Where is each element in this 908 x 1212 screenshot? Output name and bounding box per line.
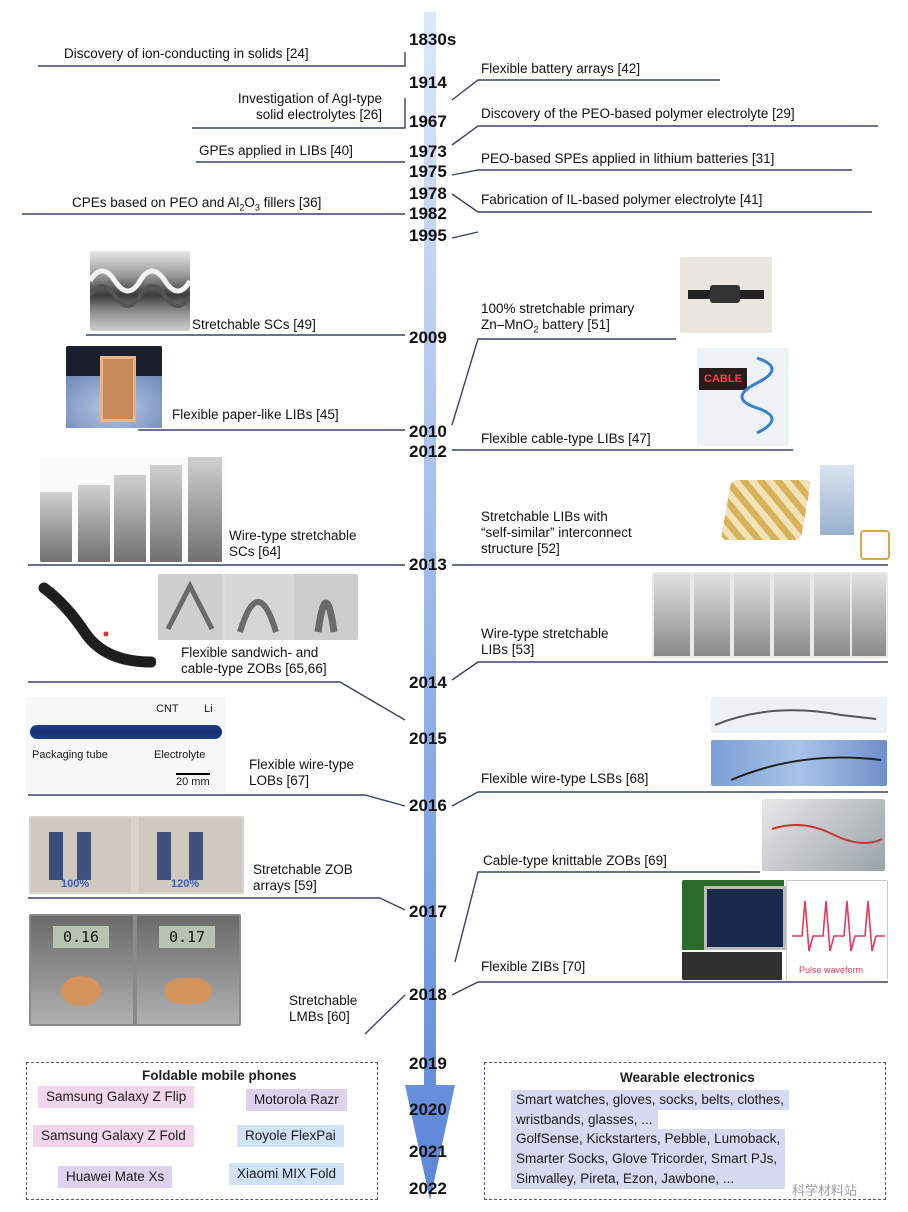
year-2022: 2022 — [409, 1179, 447, 1199]
line-wire-libs — [452, 662, 888, 680]
line-lobs — [28, 795, 405, 806]
label-li: Li — [204, 703, 213, 715]
year-2009: 2009 — [409, 328, 447, 348]
year-2021: 2021 — [409, 1142, 447, 1162]
year-1978: 1978 — [409, 184, 447, 204]
line-il-based-2 — [452, 232, 478, 238]
year-1830s: 1830s — [409, 30, 456, 50]
label-percent-2: 120% — [171, 878, 199, 890]
event-self-similar: Stretchable LIBs with“self-similar” inte… — [481, 509, 632, 557]
line-lmbs — [365, 995, 405, 1034]
event-agi: Investigation of AgI-typesolid electroly… — [188, 91, 382, 123]
year-2020: 2020 — [409, 1100, 447, 1120]
phone-samsung-z-flip: Samsung Galaxy Z Flip — [38, 1086, 194, 1108]
event-il-based: Fabrication of IL-based polymer electrol… — [481, 192, 762, 208]
year-1967: 1967 — [409, 112, 447, 132]
event-peo-spes: PEO-based SPEs applied in lithium batter… — [481, 151, 774, 167]
wearable-line: GolfSense, Kickstarters, Pebble, Lumobac… — [511, 1129, 785, 1149]
year-2019: 2019 — [409, 1054, 447, 1074]
year-2014: 2014 — [409, 673, 447, 693]
year-2015: 2015 — [409, 729, 447, 749]
image-zn-mno2-battery — [680, 257, 772, 333]
image-wire-libs — [652, 572, 888, 658]
image-lobs: CNT Li Packaging tube Electrolyte 20 mm — [26, 697, 226, 793]
phone-royole-flexpai: Royole FlexPai — [237, 1125, 344, 1147]
phone-xiaomi-mix-fold: Xiaomi MIX Fold — [229, 1163, 344, 1185]
wearable-group-generic: Smart watches, gloves, socks, belts, clo… — [511, 1090, 789, 1130]
year-2012: 2012 — [409, 442, 447, 462]
line-flex-battery-arrays — [452, 80, 720, 100]
event-knittable: Cable-type knittable ZOBs [69] — [483, 853, 667, 869]
display-2: 0.17 — [159, 926, 215, 948]
image-zob-arrays: 100% 120% — [29, 816, 244, 894]
phone-motorola-razr: Motorola Razr — [246, 1089, 347, 1111]
image-paper-libs — [66, 346, 162, 428]
year-2017: 2017 — [409, 902, 447, 922]
image-sandwich-zobs-cable — [26, 574, 156, 674]
phone-huawei-mate-xs: Huawei Mate Xs — [58, 1166, 172, 1188]
year-1982: 1982 — [409, 204, 447, 224]
image-wire-scs — [40, 457, 225, 562]
event-flex-battery-arrays: Flexible battery arrays [42] — [481, 61, 640, 77]
line-zob-arrays — [28, 898, 405, 910]
wearable-line: Smarter Socks, Glove Tricorder, Smart PJ… — [511, 1149, 785, 1169]
year-1975: 1975 — [409, 162, 447, 182]
image-lsbs-hand — [711, 740, 887, 786]
year-2018: 2018 — [409, 985, 447, 1005]
wearable-line: Simvalley, Pireta, Ezon, Jawbone, ... — [511, 1169, 785, 1189]
label-cnt: CNT — [156, 703, 179, 715]
event-ion-conducting: Discovery of ion-conducting in solids [2… — [64, 46, 309, 62]
watermark: 科学材料站 — [792, 1180, 857, 1199]
line-peo-spes — [452, 170, 852, 175]
year-2013: 2013 — [409, 555, 447, 575]
line-peo-discovery — [452, 126, 878, 145]
event-gpes: GPEs applied in LIBs [40] — [199, 143, 353, 159]
event-cable-libs: Flexible cable-type LIBs [47] — [481, 431, 651, 447]
year-2016: 2016 — [409, 796, 447, 816]
line-zibs — [452, 982, 888, 995]
label-percent-1: 100% — [61, 878, 89, 890]
year-1973: 1973 — [409, 142, 447, 162]
year-2010: 2010 — [409, 422, 447, 442]
label-scale: 20 mm — [176, 773, 210, 788]
image-zibs: Pulse waveform — [682, 880, 888, 980]
wearable-group-brands: GolfSense, Kickstarters, Pebble, Lumobac… — [511, 1129, 785, 1189]
year-1995: 1995 — [409, 226, 447, 246]
image-sandwich-zobs-bent — [158, 574, 358, 640]
label-electrolyte: Electrolyte — [154, 749, 205, 761]
year-1914: 1914 — [409, 73, 447, 93]
image-lsbs-wire — [711, 697, 887, 733]
wearable-title: Wearable electronics — [620, 1070, 755, 1085]
event-lsbs: Flexible wire-type LSBs [68] — [481, 771, 648, 787]
foldable-title: Foldable mobile phones — [142, 1068, 297, 1083]
event-cpes: CPEs based on PEO and Al2O3 fillers [36] — [72, 195, 321, 216]
line-zn-mno2 — [452, 339, 676, 425]
image-cable-libs: CABLE — [697, 348, 789, 446]
image-lmbs: 0.16 0.17 — [29, 914, 241, 1026]
image-self-similar-libs — [720, 460, 890, 560]
phone-samsung-z-fold: Samsung Galaxy Z Fold — [33, 1125, 194, 1147]
label-packaging: Packaging tube — [32, 749, 108, 761]
image-stretchable-scs — [90, 251, 190, 331]
wearable-line: wristbands, glasses, ... — [511, 1110, 658, 1130]
event-zibs: Flexible ZIBs [70] — [481, 959, 585, 975]
label-pulse: Pulse waveform — [799, 965, 863, 975]
event-peo-discovery: Discovery of the PEO-based polymer elect… — [481, 106, 795, 122]
event-paper-libs: Flexible paper-like LIBs [45] — [172, 407, 339, 423]
event-zn-mno2: 100% stretchable primary Zn–MnO2 battery… — [481, 301, 634, 338]
event-stretch-scs: Stretchable SCs [49] — [192, 317, 316, 333]
wearable-line: Smart watches, gloves, socks, belts, clo… — [511, 1090, 789, 1110]
image-knittable-zobs — [762, 799, 885, 871]
display-1: 0.16 — [53, 926, 109, 948]
